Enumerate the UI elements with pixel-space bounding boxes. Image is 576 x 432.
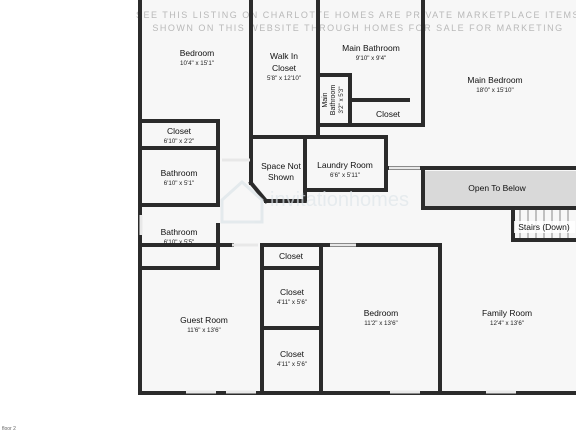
room-name: Laundry Room: [317, 160, 373, 170]
room-laundry-room: Laundry Room 6'6" x 5'11": [317, 160, 373, 179]
watermark-logo: invitationhomes: [220, 179, 409, 224]
room-dims: 3'2" x 5'3": [338, 86, 345, 113]
room-closet-b: Closet 4'11" x 5'6": [277, 349, 307, 368]
room-dims: 6'10" x 5'5": [164, 239, 195, 246]
room-space-not-shown: Space Not Shown: [261, 161, 301, 182]
room-bathroom-1: Bathroom 6'10" x 5'1": [161, 168, 198, 187]
room-name: Bedroom: [180, 48, 215, 58]
room-name: Main Bedroom: [467, 75, 522, 85]
room-name: Closet: [167, 126, 192, 136]
room-dims: 4'11" x 5'6": [277, 361, 307, 368]
openings: [139, 158, 516, 394]
watermark-text: invitationhomes: [270, 189, 409, 211]
room-main-bathroom-small: Main Bathroom 3'2" x 5'3": [322, 85, 345, 116]
room-main-bedroom: Main Bedroom 18'0" x 15'10": [467, 75, 522, 94]
room-dims: 12'4" x 13'6": [490, 320, 524, 327]
room-name-line1: Main: [322, 92, 329, 107]
room-bathroom-2: Bathroom 6'10" x 5'5": [161, 227, 198, 246]
room-dims: 5'8" x 12'10": [267, 75, 301, 82]
room-closet-a: Closet 4'11" x 5'6": [277, 287, 307, 306]
room-name: Bedroom: [364, 308, 399, 318]
room-main-bathroom: Main Bathroom 9'10" x 9'4": [342, 43, 400, 62]
room-name: Open To Below: [468, 183, 526, 193]
room-bedroom-center: Bedroom 11'2" x 13'6": [364, 308, 399, 327]
room-dims: 6'6" x 5'11": [330, 172, 360, 179]
room-name: Stairs (Down): [518, 222, 570, 232]
room-name: Closet: [280, 349, 305, 359]
room-name: Closet: [376, 109, 401, 119]
room-dims: 11'2" x 13'6": [364, 320, 397, 327]
room-dims: 11'6" x 13'6": [187, 327, 220, 334]
room-closet-main: Closet: [376, 109, 401, 119]
room-bedroom-left: Bedroom 10'4" x 15'1": [180, 48, 215, 67]
room-dims: 9'10" x 9'4": [356, 55, 387, 62]
room-name: Bathroom: [161, 168, 198, 178]
house-icon: [220, 179, 264, 224]
open-to-below-fill: [423, 171, 576, 206]
room-open-to-below: Open To Below: [468, 183, 526, 193]
room-name: Family Room: [482, 308, 532, 318]
room-name-line2: Shown: [268, 172, 294, 182]
room-name: Closet: [279, 251, 304, 261]
room-dims: 10'4" x 15'1": [180, 60, 214, 67]
room-walk-in-closet: Walk In Closet 5'8" x 12'10": [267, 51, 301, 82]
room-family-room: Family Room 12'4" x 13'6": [482, 308, 532, 327]
room-name: Guest Room: [180, 315, 228, 325]
room-guest-room: Guest Room 11'6" x 13'6": [180, 315, 228, 334]
room-name: Bathroom: [161, 227, 198, 237]
floor-label: floor 2: [2, 426, 16, 432]
room-dims: 4'11" x 5'6": [277, 299, 307, 306]
room-name-line2: Bathroom: [330, 85, 337, 116]
room-dims: 18'0" x 15'10": [476, 87, 513, 94]
room-name: Main Bathroom: [342, 43, 400, 53]
room-name: Closet: [280, 287, 305, 297]
top-note-line2: SHOWN ON THIS WEBSITE THROUGH HOMES FOR …: [152, 23, 563, 33]
room-dims: 6'10" x 5'1": [164, 180, 195, 187]
room-stairs: Stairs (Down): [514, 221, 575, 233]
room-closet-hall: Closet: [279, 251, 304, 261]
room-closet-left: Closet 6'10" x 2'2": [164, 126, 195, 145]
room-name-line2: Closet: [272, 63, 297, 73]
top-note-line1: SEE THIS LISTING ON CHARLOTTE HOMES ARE …: [136, 10, 576, 20]
room-name-line1: Space Not: [261, 161, 301, 171]
room-name-line1: Walk In: [270, 51, 298, 61]
room-dims: 6'10" x 2'2": [164, 138, 195, 145]
